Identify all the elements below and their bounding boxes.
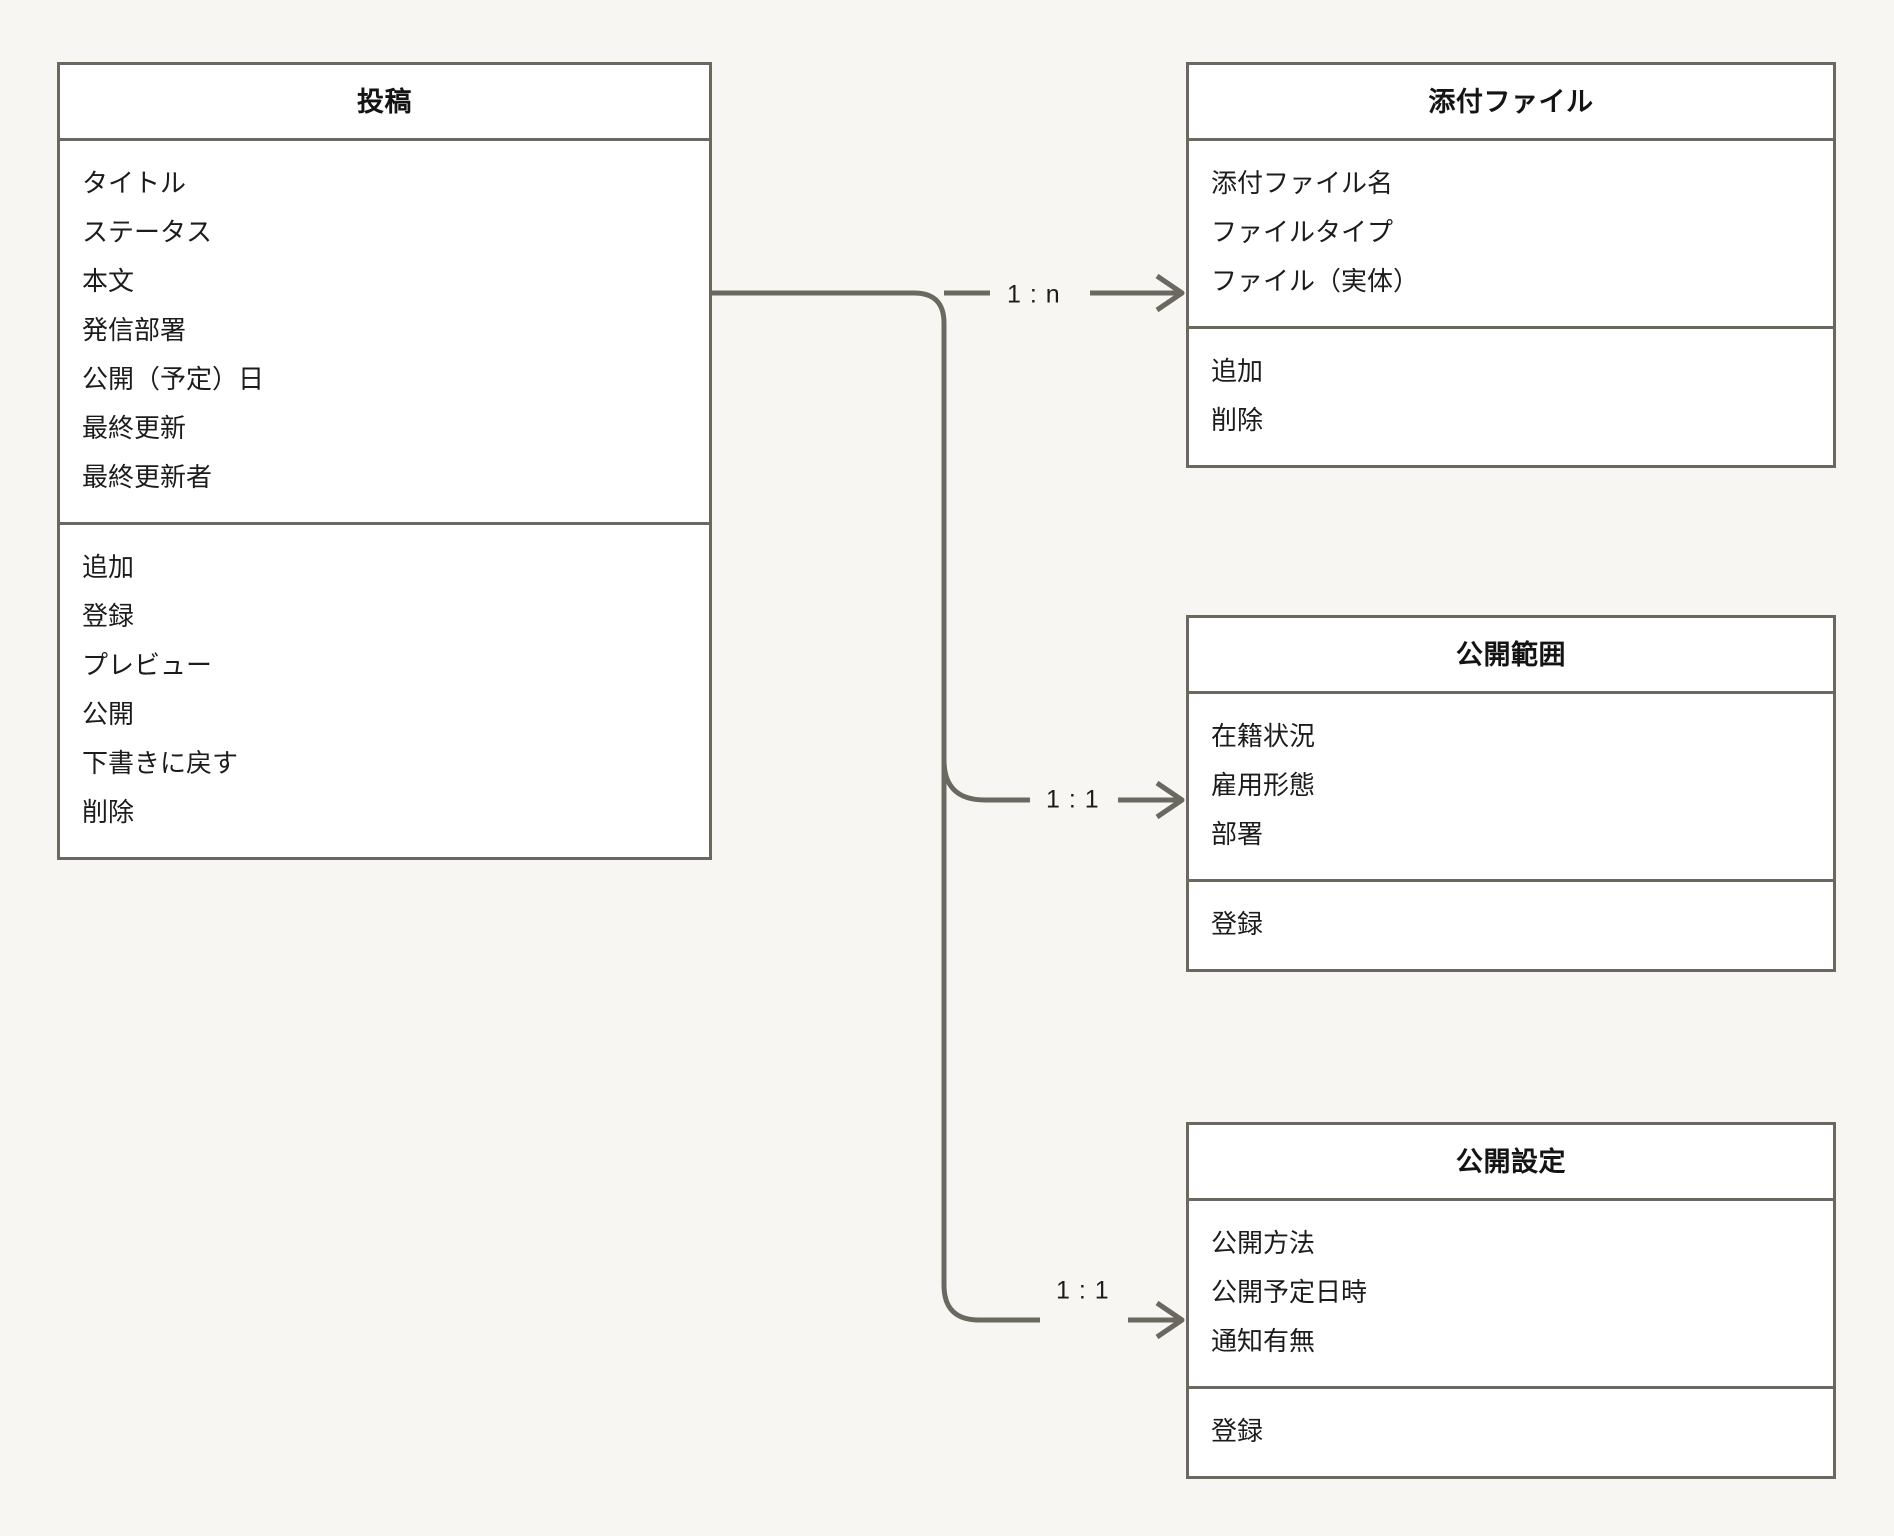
attributes-compartment-attachment: 添付ファイル名 ファイルタイプ ファイル（実体） <box>1189 141 1833 326</box>
operation-item[interactable]: 登録 <box>1211 909 1264 939</box>
operations-compartment-post: 追加 登録 プレビュー 公開 下書きに戻す 削除 <box>60 522 709 857</box>
class-title-attachment: 添付ファイル <box>1189 65 1833 141</box>
attributes-compartment-scope: 在籍状況 雇用形態 部署 <box>1189 694 1833 879</box>
relationship-label-attachment: 1 : n <box>1007 280 1061 309</box>
operations-compartment-scope: 登録 <box>1189 879 1833 969</box>
operation-item[interactable]: 削除 <box>82 797 135 827</box>
attribute-item: 添付ファイル名 <box>1211 168 1394 198</box>
operation-item[interactable]: 登録 <box>1211 1416 1264 1446</box>
attribute-item: 雇用形態 <box>1211 770 1316 800</box>
class-title-post: 投稿 <box>60 65 709 141</box>
attribute-item: 公開予定日時 <box>1211 1277 1368 1307</box>
attribute-item: ファイル（実体） <box>1211 266 1420 296</box>
attribute-item: 本文 <box>82 266 135 296</box>
connector-publish-arrowhead <box>1155 1300 1185 1340</box>
connector-attachment-arrowhead <box>1155 273 1185 313</box>
attribute-item: 部署 <box>1211 819 1264 849</box>
attribute-item: 在籍状況 <box>1211 721 1316 751</box>
operation-item[interactable]: 公開 <box>82 699 135 729</box>
connector-scope-arrowhead <box>1155 780 1185 820</box>
relationship-label-publish: 1 : 1 <box>1056 1276 1110 1305</box>
attribute-item: 通知有無 <box>1211 1326 1316 1356</box>
attribute-item: 発信部署 <box>82 315 187 345</box>
attributes-compartment-post: タイトル ステータス 本文 発信部署 公開（予定）日 最終更新 最終更新者 <box>60 141 709 522</box>
attribute-item: 最終更新 <box>82 413 187 443</box>
operations-compartment-publish: 登録 <box>1189 1386 1833 1476</box>
connector-scope-branch <box>941 759 1030 803</box>
operations-compartment-attachment: 追加 削除 <box>1189 326 1833 465</box>
class-box-scope[interactable]: 公開範囲 在籍状況 雇用形態 部署 登録 <box>1186 615 1836 972</box>
class-title-scope: 公開範囲 <box>1189 618 1833 694</box>
attribute-item: ファイルタイプ <box>1211 217 1394 247</box>
connector-trunk <box>712 290 980 1323</box>
attribute-item: 公開（予定）日 <box>82 364 265 394</box>
operation-item[interactable]: 追加 <box>1211 356 1264 386</box>
operation-item[interactable]: プレビュー <box>82 650 213 680</box>
class-title-publish: 公開設定 <box>1189 1125 1833 1201</box>
attribute-item: 公開方法 <box>1211 1228 1316 1258</box>
attribute-item: ステータス <box>82 217 213 247</box>
relationship-label-scope: 1 : 1 <box>1046 785 1100 814</box>
operation-item[interactable]: 削除 <box>1211 405 1264 435</box>
class-box-attachment[interactable]: 添付ファイル 添付ファイル名 ファイルタイプ ファイル（実体） 追加 削除 <box>1186 62 1836 468</box>
class-box-post[interactable]: 投稿 タイトル ステータス 本文 発信部署 公開（予定）日 最終更新 最終更新者… <box>57 62 712 860</box>
operation-item[interactable]: 下書きに戻す <box>82 748 239 778</box>
attributes-compartment-publish: 公開方法 公開予定日時 通知有無 <box>1189 1201 1833 1386</box>
attribute-item: 最終更新者 <box>82 462 213 492</box>
attribute-item: タイトル <box>82 168 187 198</box>
operation-item[interactable]: 登録 <box>82 601 135 631</box>
class-box-publish[interactable]: 公開設定 公開方法 公開予定日時 通知有無 登録 <box>1186 1122 1836 1479</box>
operation-item[interactable]: 追加 <box>82 552 135 582</box>
